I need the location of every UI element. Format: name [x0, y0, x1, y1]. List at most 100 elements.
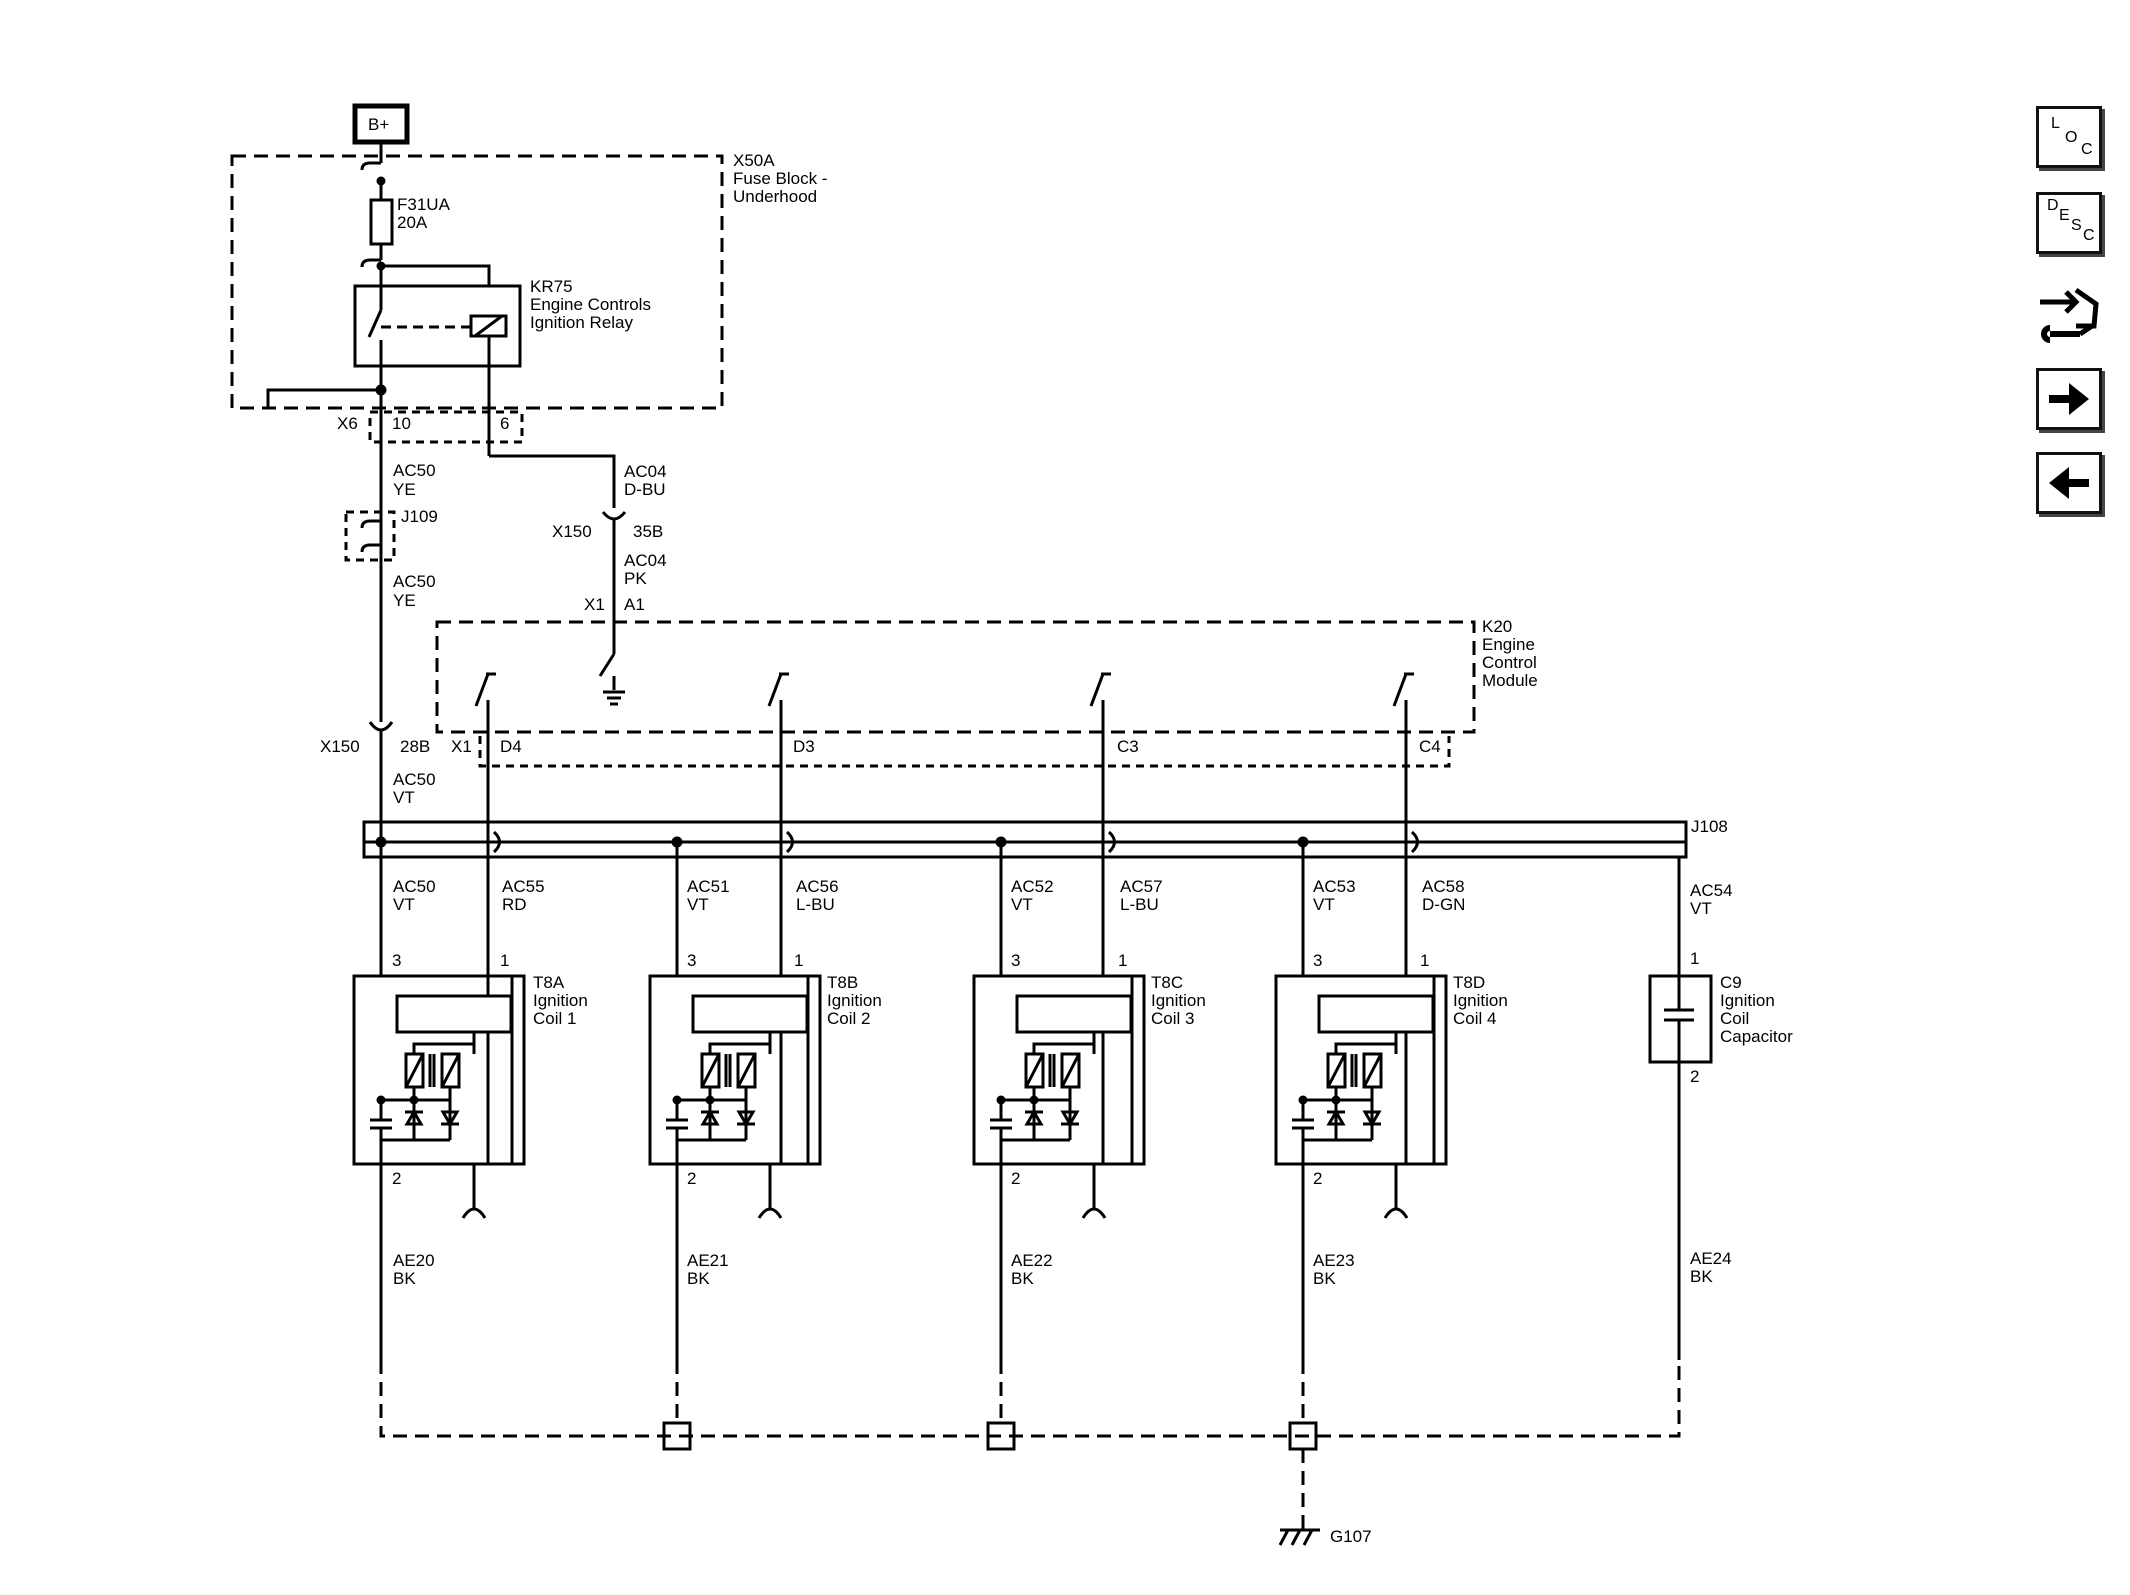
cap-name-1: Ignition: [1720, 991, 1775, 1010]
coil2-pin-3: 3: [687, 951, 696, 970]
desc-letter-e: E: [2059, 207, 2070, 224]
fuse-block-name-2: Underhood: [733, 187, 817, 206]
wire-ac50-ye-1-b: YE: [393, 480, 416, 499]
cap-ref: C9: [1720, 973, 1742, 992]
wire-ac04-dbu-b: D-BU: [624, 480, 666, 499]
x150-b-pin: 28B: [400, 737, 430, 756]
x6-pin-10: 10: [392, 414, 411, 433]
ecm-pin-c3: C3: [1117, 737, 1139, 756]
coil1-pin-2: 2: [392, 1169, 401, 1188]
arrow-left-icon: [2049, 467, 2089, 499]
coil4-gnd-1: AE23: [1313, 1251, 1355, 1270]
description-button[interactable]: D E S C: [2036, 192, 2102, 254]
fuse-block-ref: X50A: [733, 151, 775, 170]
coil-t8b: [648, 974, 822, 1360]
x1-a-pin: A1: [624, 595, 645, 614]
next-page-button[interactable]: [2036, 368, 2102, 430]
cap-pin-2: 2: [1690, 1067, 1699, 1086]
cap-pin-1: 1: [1690, 949, 1699, 968]
coil3-ref: T8C: [1151, 973, 1183, 992]
coil3-gnd-1: AE22: [1011, 1251, 1053, 1270]
j109-connector: [344, 510, 396, 562]
coil3-wire-a-1: AC52: [1011, 877, 1054, 896]
relay-outline: [353, 284, 522, 368]
coil4-wire-b-1: AC58: [1422, 877, 1465, 896]
ecm-switches: [474, 672, 1414, 866]
ecm-pin-c4: C4: [1419, 737, 1441, 756]
wire-ac50-ye-2-b: YE: [393, 591, 416, 610]
coil1-pin-1: 1: [500, 951, 509, 970]
coil2-wire-b-2: L-BU: [796, 895, 835, 914]
location-button[interactable]: L O C: [2036, 106, 2102, 168]
arrow-right-icon: [2049, 383, 2089, 415]
coil4-wire-a-2: VT: [1313, 895, 1335, 914]
wire-ac50-vt-top-a: AC50: [393, 770, 436, 789]
coil2-wire-b-1: AC56: [796, 877, 839, 896]
coil4-wire-a-1: AC53: [1313, 877, 1356, 896]
cap-wire-a-1: AC54: [1690, 881, 1733, 900]
coil4-name-2: Coil 4: [1453, 1009, 1496, 1028]
x1-a-label: X1: [584, 595, 605, 614]
ecm-pin-d4: D4: [500, 737, 522, 756]
coil2-ref: T8B: [827, 973, 858, 992]
j108-bus: [362, 820, 1688, 859]
coil-t8a: [352, 974, 526, 1360]
coil3-wire-b-1: AC57: [1120, 877, 1163, 896]
relay-name-2: Ignition Relay: [530, 313, 634, 332]
coil4-pin-2: 2: [1313, 1169, 1322, 1188]
wire-ac50-ye-2-a: AC50: [393, 572, 436, 591]
coil1-name-1: Ignition: [533, 991, 588, 1010]
coil3-gnd-2: BK: [1011, 1269, 1034, 1288]
cap-name-3: Capacitor: [1720, 1027, 1793, 1046]
fuse-rating: 20A: [397, 213, 428, 232]
tool-arrows-icon[interactable]: [2036, 282, 2104, 354]
relay-name-1: Engine Controls: [530, 295, 651, 314]
ground-symbol: [1278, 1528, 1320, 1546]
coil2-pin-2: 2: [687, 1169, 696, 1188]
x6-pin-6: 6: [500, 414, 509, 433]
relay-ref: KR75: [530, 277, 573, 296]
coil2-wire-a-1: AC51: [687, 877, 730, 896]
loc-letter-l: L: [2051, 115, 2060, 132]
ecm-name-1: Engine: [1482, 635, 1535, 654]
coil3-pin-2: 2: [1011, 1169, 1020, 1188]
coil-t8c: [972, 974, 1146, 1360]
ground-ref: G107: [1330, 1527, 1372, 1546]
j108-label: J108: [1691, 817, 1728, 836]
fuse-ref: F31UA: [397, 195, 451, 214]
wire-ac50-ye-1-a: AC50: [393, 461, 436, 480]
x6-label: X6: [337, 414, 358, 433]
cap-name-2: Coil: [1720, 1009, 1749, 1028]
desc-letter-c: C: [2083, 227, 2095, 244]
coil3-pin-3: 3: [1011, 951, 1020, 970]
coil4-name-1: Ignition: [1453, 991, 1508, 1010]
coil1-wire-a-1: AC50: [393, 877, 436, 896]
coil2-wire-a-2: VT: [687, 895, 709, 914]
fuse-block-name-1: Fuse Block -: [733, 169, 827, 188]
x150-a-pin: 35B: [633, 522, 663, 541]
coil2-name-2: Coil 2: [827, 1009, 870, 1028]
coil3-wire-b-2: L-BU: [1120, 895, 1159, 914]
coil1-pin-3: 3: [392, 951, 401, 970]
x1-b-label: X1: [451, 737, 472, 756]
x150-b-label: X150: [320, 737, 360, 756]
coil4-ref: T8D: [1453, 973, 1485, 992]
loc-letter-c: C: [2081, 141, 2093, 158]
j109-label: J109: [401, 507, 438, 526]
wire-ac04-pk-a: AC04: [624, 551, 667, 570]
coil2-gnd-2: BK: [687, 1269, 710, 1288]
coil3-wire-a-2: VT: [1011, 895, 1033, 914]
coil4-pin-3: 3: [1313, 951, 1322, 970]
coil1-wire-a-2: VT: [393, 895, 415, 914]
fuse: [369, 198, 394, 246]
previous-page-button[interactable]: [2036, 452, 2102, 514]
wire-ac04-pk-b: PK: [624, 569, 647, 588]
wire-ac04-dbu-a: AC04: [624, 462, 667, 481]
coil1-gnd-2: BK: [393, 1269, 416, 1288]
coil1-wire-b-1: AC55: [502, 877, 545, 896]
fuse-block-outline: [230, 154, 724, 410]
desc-letter-s: S: [2071, 217, 2082, 234]
cap-gnd-2: BK: [1690, 1267, 1713, 1286]
coil2-name-1: Ignition: [827, 991, 882, 1010]
ecm-pin-d3: D3: [793, 737, 815, 756]
